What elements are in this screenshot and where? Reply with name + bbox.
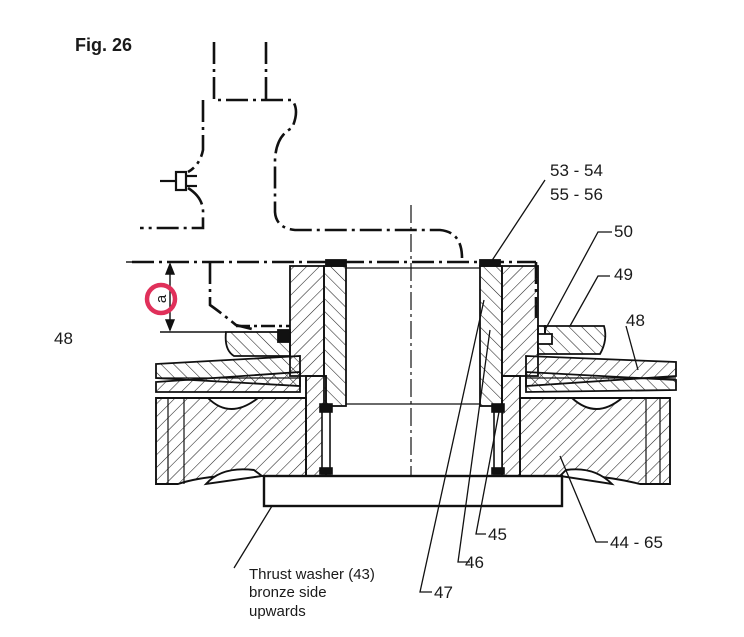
figure-title: Fig. 26 <box>75 35 133 55</box>
label-45: 45 <box>488 525 507 544</box>
left-clamp-collar <box>224 324 291 357</box>
main-hub <box>155 375 671 486</box>
label-48-right: 48 <box>626 311 645 330</box>
right-clamp-collar <box>537 325 607 355</box>
label-49: 49 <box>614 265 633 284</box>
note-line-3: upwards <box>249 602 306 620</box>
label-53-54: 53 - 54 <box>550 161 603 180</box>
dimension-a-marker <box>144 282 178 316</box>
label-48-left: 48 <box>54 329 73 348</box>
thrust-washer-note: Thrust washer (43) bronze side upwards <box>249 566 375 621</box>
dimension-a <box>126 261 226 333</box>
label-44-65: 44 - 65 <box>610 533 663 552</box>
dimension-a-label: a <box>153 294 170 303</box>
plug-fitting <box>160 170 197 192</box>
spring-washer-left <box>155 355 301 393</box>
note-line-1: Thrust washer (43) <box>249 566 375 583</box>
bushing-sleeve <box>289 259 539 407</box>
label-46: 46 <box>465 553 484 572</box>
note-line-2: bronze side <box>249 584 327 602</box>
label-55-56: 55 - 56 <box>550 185 603 204</box>
thrust-washer <box>262 474 564 508</box>
dowel-pins <box>319 403 505 475</box>
spring-washer-right <box>525 355 677 393</box>
label-50: 50 <box>614 222 633 241</box>
label-47: 47 <box>434 583 453 602</box>
leader-lines <box>233 179 639 593</box>
